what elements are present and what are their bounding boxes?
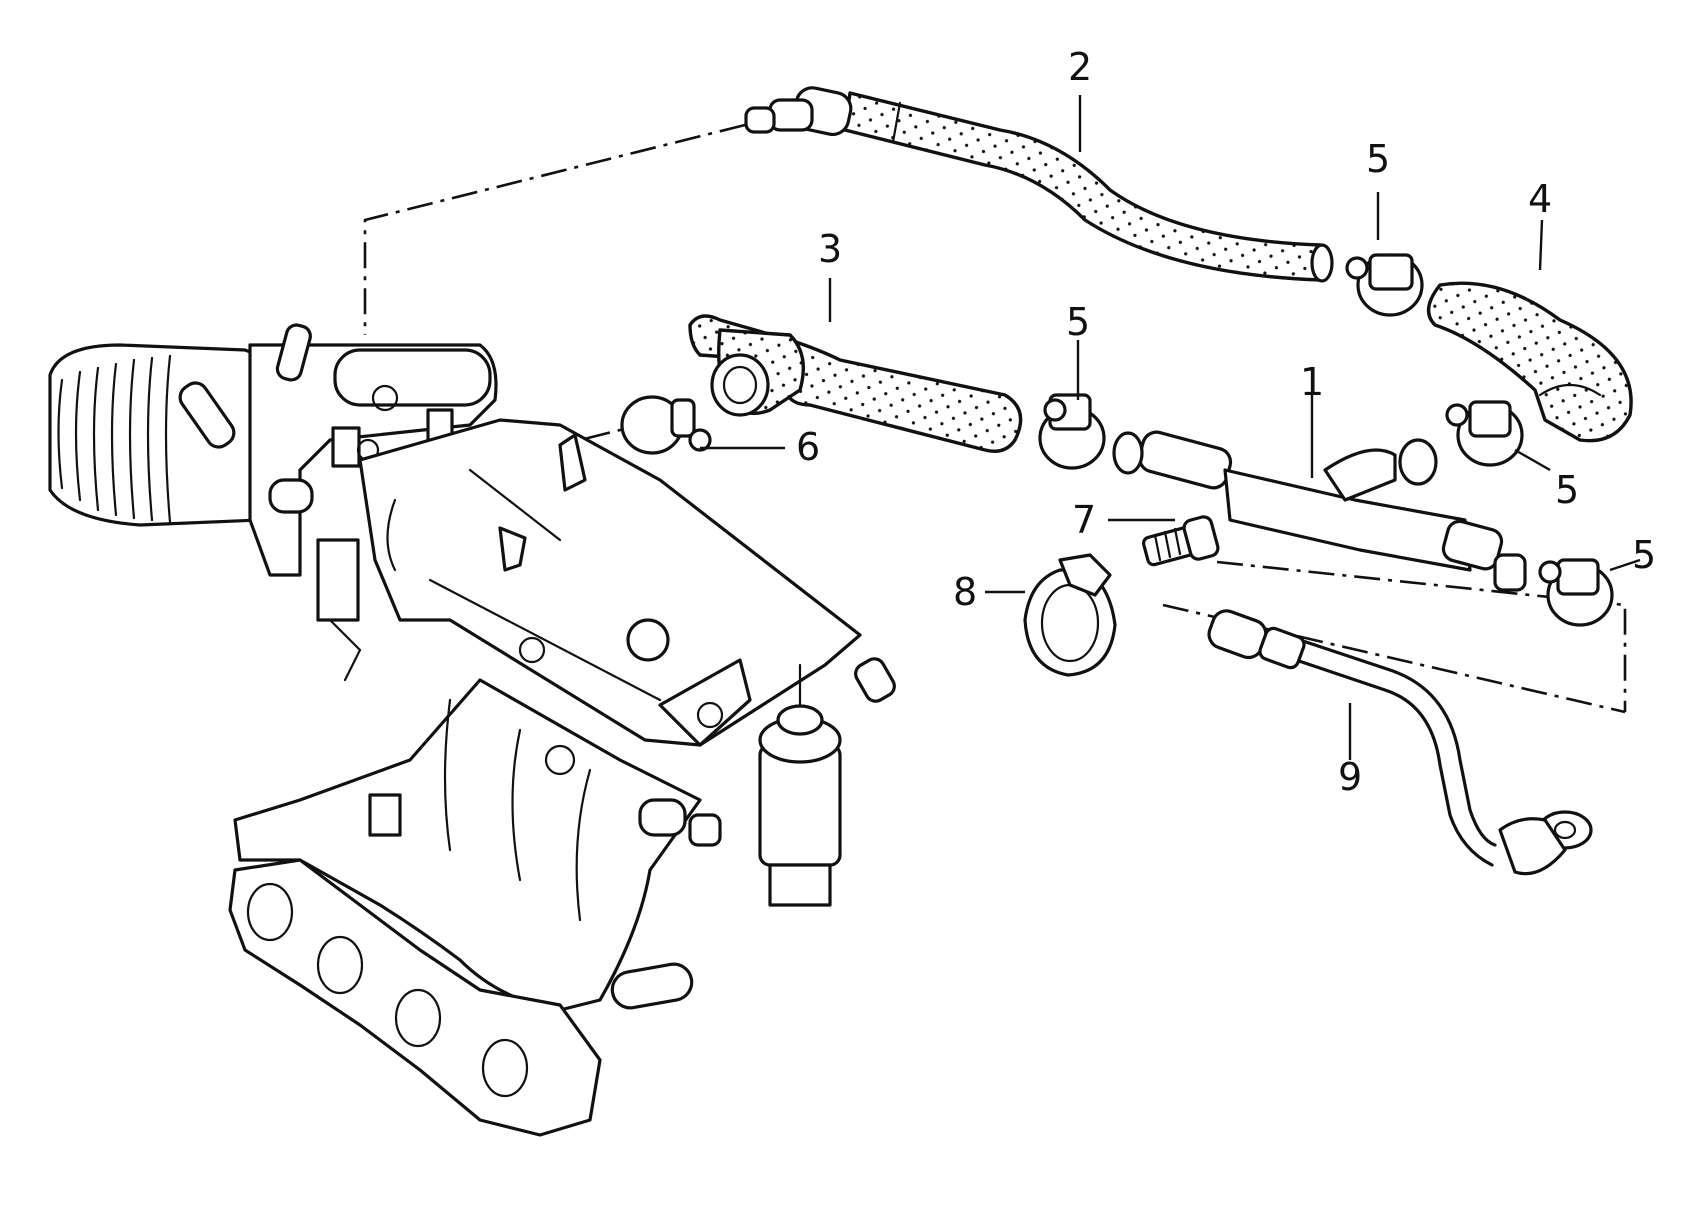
pipe-9 [1207,609,1593,876]
callout-5-mid: 5 [1066,300,1090,344]
hose-2 [744,86,1334,283]
clamp-6 [620,395,712,455]
callout-3: 3 [818,227,842,271]
bolt-7 [1141,515,1220,567]
hose-3 [688,314,1023,453]
bracket-8 [1023,553,1117,677]
callout-8: 8 [953,570,977,614]
breather-pipe-1 [1112,430,1527,592]
clamp-5-right-lower [1538,558,1614,627]
callout-7: 7 [1072,498,1096,542]
callout-4: 4 [1528,177,1552,221]
callout-2: 2 [1068,45,1092,89]
clamp-5-mid [1038,393,1106,470]
callout-5-right-lower: 5 [1632,533,1656,577]
callout-9: 9 [1338,755,1362,799]
callout-5-right-upper: 5 [1555,468,1579,512]
callout-5-top: 5 [1366,137,1390,181]
clamp-5-right-upper [1445,400,1524,467]
leader-lines [700,95,1641,760]
intake-manifold [48,323,896,1137]
callouts: 1 2 3 4 5 5 5 5 6 7 8 9 [796,45,1656,799]
clamp-5-top [1345,253,1424,317]
hose-4 [1426,281,1633,443]
callout-6: 6 [796,425,820,469]
callout-1: 1 [1300,360,1324,404]
